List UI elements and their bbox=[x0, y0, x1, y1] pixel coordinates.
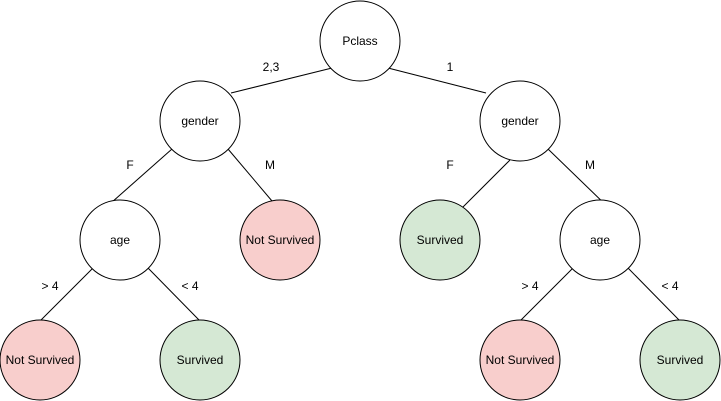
edge-label-gender-left-f: F bbox=[126, 158, 133, 172]
node-not-survived-age-right-gt-4: Not Survived bbox=[479, 319, 561, 401]
edge-age-right-to-not-survived bbox=[519, 267, 574, 322]
node-pclass-label: Pclass bbox=[342, 34, 377, 48]
node-not-survived-age-left-gt-4: Not Survived bbox=[0, 319, 81, 401]
edge-label-gender-left-m: M bbox=[265, 158, 275, 172]
edge-label-pclass-2-3: 2,3 bbox=[263, 60, 280, 74]
edge-label-age-left-lt-4: < 4 bbox=[181, 279, 198, 293]
node-survived-gender-f: Survived bbox=[399, 199, 481, 281]
node-age-left: age bbox=[79, 199, 161, 281]
node-gender-left-label: gender bbox=[181, 114, 218, 128]
node-gender-right: gender bbox=[479, 80, 561, 162]
node-age-left-label: age bbox=[110, 233, 130, 247]
node-age-right: age bbox=[559, 199, 641, 281]
edge-label-gender-right-m: M bbox=[585, 158, 595, 172]
node-gender-right-label: gender bbox=[501, 114, 538, 128]
node-not-survived-age-right-gt-4-label: Not Survived bbox=[486, 353, 555, 367]
node-not-survived-gender-m: Not Survived bbox=[239, 199, 321, 281]
node-survived-gender-f-label: Survived bbox=[417, 233, 464, 247]
node-survived-age-left-lt-4-label: Survived bbox=[177, 353, 224, 367]
edge-age-left-to-not-survived bbox=[39, 267, 94, 322]
edge-age-right-to-survived bbox=[627, 267, 681, 322]
edge-gender-left-to-age-left bbox=[102, 148, 173, 211]
node-survived-age-right-lt-4: Survived bbox=[639, 319, 721, 401]
edge-age-left-to-survived bbox=[147, 267, 201, 322]
node-age-right-label: age bbox=[590, 233, 610, 247]
node-survived-age-right-lt-4-label: Survived bbox=[657, 353, 704, 367]
node-gender-left: gender bbox=[159, 80, 241, 162]
edge-label-age-right-lt-4: < 4 bbox=[661, 279, 678, 293]
edge-pclass-to-gender-left bbox=[230, 67, 333, 94]
edge-gender-right-to-survived bbox=[459, 159, 511, 211]
edge-label-age-left-gt-4: > 4 bbox=[41, 279, 58, 293]
edge-gender-left-to-not-survived bbox=[227, 148, 273, 202]
node-survived-age-left-lt-4: Survived bbox=[159, 319, 241, 401]
edge-label-pclass-1: 1 bbox=[447, 60, 454, 74]
node-pclass: Pclass bbox=[319, 0, 401, 82]
edge-label-age-right-gt-4: > 4 bbox=[521, 279, 538, 293]
edge-label-gender-right-f: F bbox=[446, 158, 453, 172]
edge-pclass-to-gender-right bbox=[387, 67, 487, 94]
node-not-survived-gender-m-label: Not Survived bbox=[246, 233, 315, 247]
node-not-survived-age-left-gt-4-label: Not Survived bbox=[6, 353, 75, 367]
